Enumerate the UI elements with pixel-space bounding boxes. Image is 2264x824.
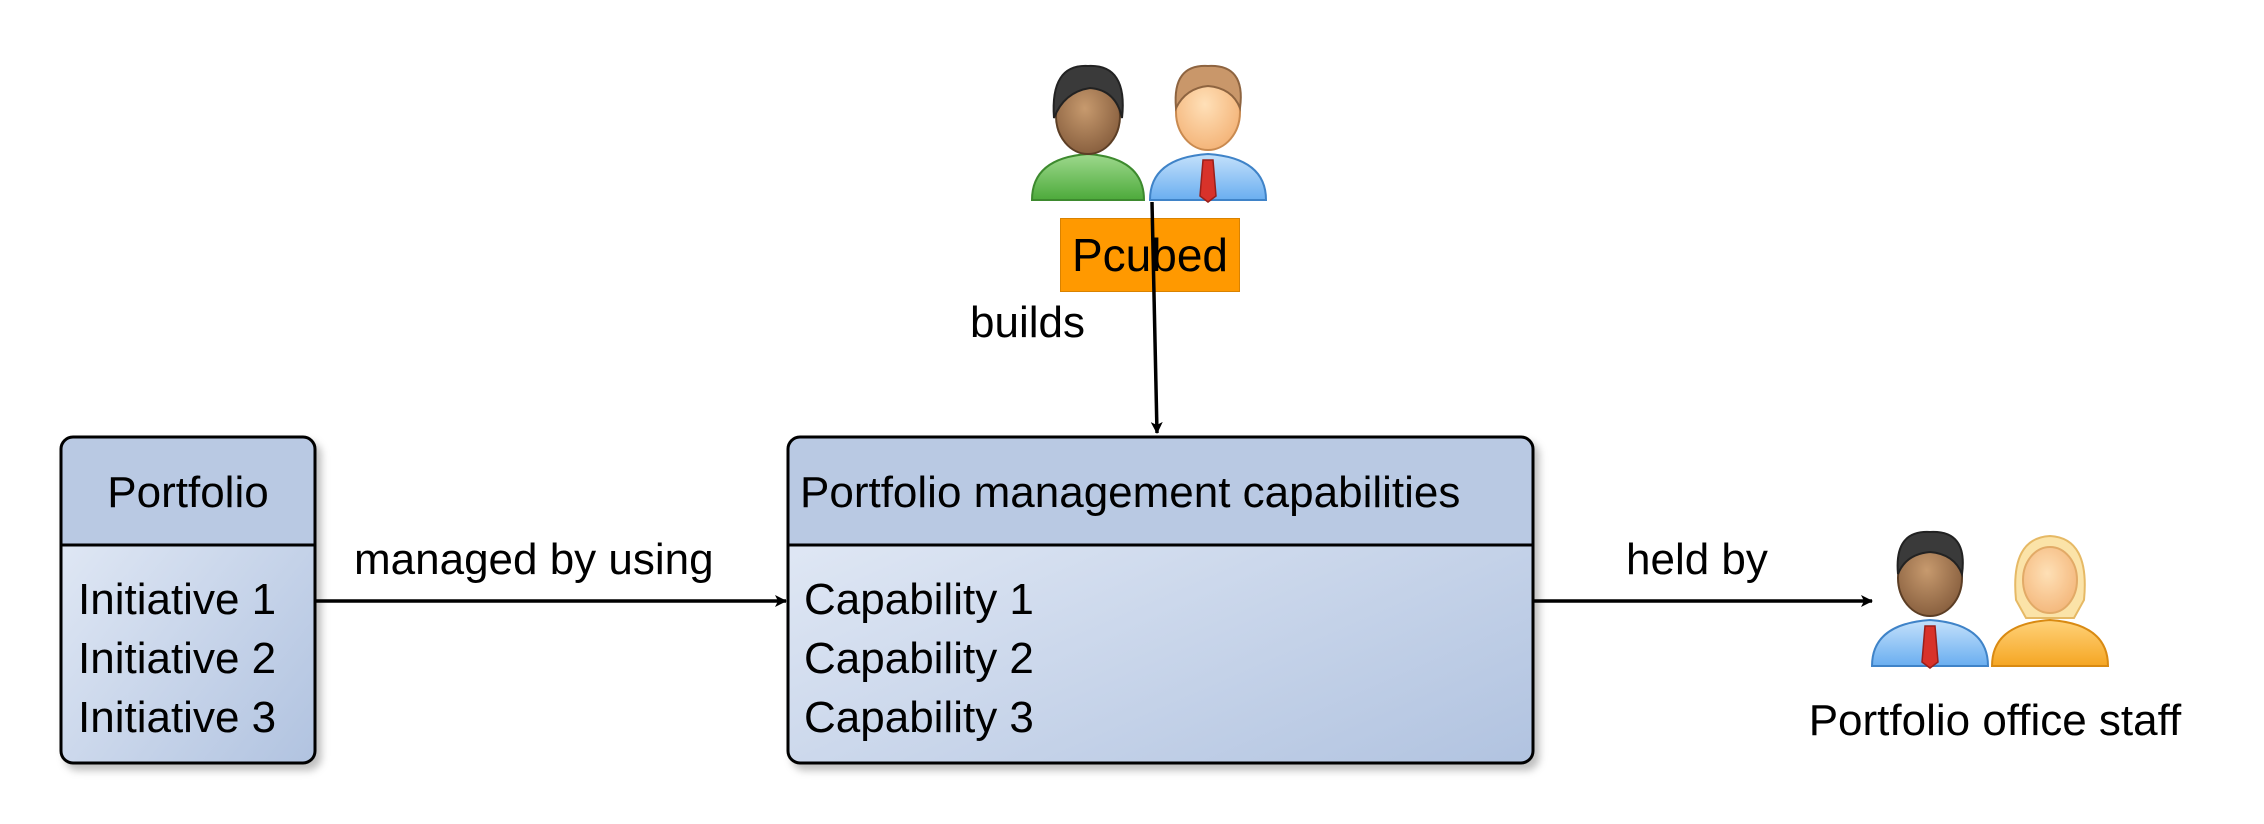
pcubed-label: Pcubed [1060, 218, 1240, 292]
builder-person-male-icon [1148, 64, 1268, 203]
staff-label: Portfolio office staff [1809, 696, 2182, 745]
managed-by-label: managed by using [354, 535, 714, 584]
staff-person-female-icon [1990, 534, 2110, 667]
builds-label: builds [970, 298, 1085, 347]
portfolio-item: Initiative 2 [78, 634, 276, 683]
capability-item: Capability 1 [804, 575, 1034, 624]
portfolio-title: Portfolio [107, 468, 268, 517]
held-by-label: held by [1626, 535, 1768, 584]
capabilities-title: Portfolio management capabilities [800, 468, 1460, 517]
capability-item: Capability 2 [804, 634, 1034, 683]
capability-item: Capability 3 [804, 693, 1034, 742]
builder-person-female-icon [1030, 64, 1146, 201]
portfolio-item: Initiative 1 [78, 575, 276, 624]
portfolio-item: Initiative 3 [78, 693, 276, 742]
portfolio-box[interactable] [59, 435, 317, 765]
capabilities-box[interactable] [786, 435, 1535, 765]
staff-person-male-icon [1870, 530, 1990, 669]
